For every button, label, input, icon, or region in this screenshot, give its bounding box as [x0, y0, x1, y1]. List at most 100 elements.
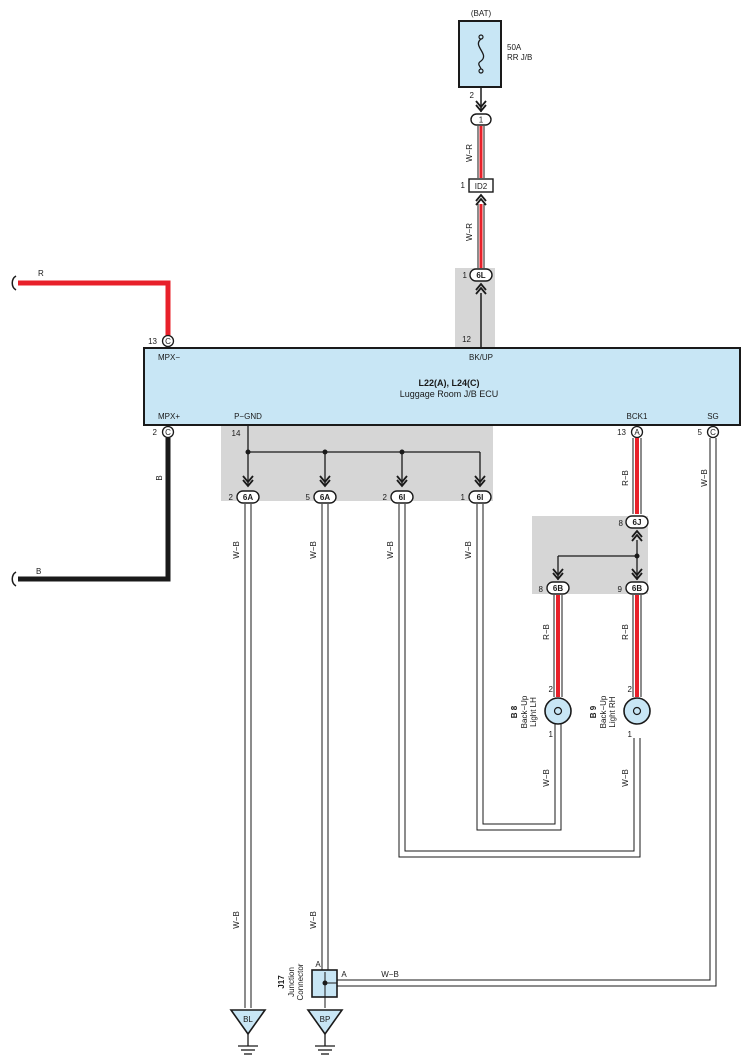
wire-label-r-b: R−B	[621, 624, 630, 640]
mpx-plus-pin: 2	[153, 428, 158, 437]
fuse-pin: 2	[470, 91, 475, 100]
connector-6j	[625, 515, 649, 529]
connector-6a-5	[313, 490, 337, 504]
connector-6i-1-id: 6I	[477, 493, 484, 502]
sg-pin: 5	[698, 428, 703, 437]
j17-pin-right: A	[341, 970, 347, 979]
connector-6b-8	[546, 581, 570, 595]
bk-up-pin: 12	[462, 335, 471, 344]
wire-r-b-bck1	[632, 438, 642, 514]
terminal-a-label: A	[634, 428, 640, 437]
lh-pin-bottom: 1	[549, 730, 554, 739]
wire-label-w-b: W−B	[464, 541, 473, 559]
wire-break-r-icon	[11, 275, 17, 291]
connector-6a-5-id: 6A	[320, 493, 330, 502]
bk-up-label: BK/UP	[469, 353, 493, 362]
wire-r-b-rh	[632, 595, 642, 697]
wire-w-r-upper	[477, 126, 485, 178]
wire-b	[18, 438, 171, 582]
mpx-plus-label: MPX+	[158, 412, 180, 421]
backup-splice-shade	[532, 516, 648, 594]
6i-2-pin: 2	[383, 493, 388, 502]
wire-label-w-b: W−B	[381, 970, 399, 979]
ground-bp-icon	[306, 1009, 344, 1055]
terminal-c-label: C	[165, 337, 171, 346]
connector-id2-id: ID2	[475, 182, 488, 191]
rh-name-1: Back−Up	[599, 695, 608, 728]
wire-w-b-lh-return	[476, 504, 562, 831]
connector-1-id: 1	[479, 116, 484, 125]
connector-6a-2	[236, 490, 260, 504]
connector-6b-8-id: 6B	[553, 584, 563, 593]
wire-w-r-lower	[477, 204, 485, 268]
terminal-c-label: C	[710, 428, 716, 437]
connector-6l	[469, 268, 493, 282]
terminal-a-bck1	[630, 425, 644, 439]
p-gnd-pin: 14	[232, 429, 241, 438]
fuse-box	[458, 20, 502, 88]
lh-pin-top: 2	[549, 685, 554, 694]
wire-label-w-b: W−B	[232, 541, 241, 559]
j17-name-2: Connector	[296, 963, 305, 1000]
wire-break-b-icon	[11, 571, 17, 587]
wire-label-r-b: R−B	[621, 470, 630, 486]
wire-label-r-b: R−B	[542, 624, 551, 640]
6a-5-pin: 5	[306, 493, 311, 502]
bck1-pin: 13	[617, 428, 626, 437]
wire-label-w-b: W−B	[386, 541, 395, 559]
mpx-minus-label: MPX−	[158, 353, 180, 362]
bulb-icon	[553, 706, 563, 716]
mpx-minus-pin: 13	[148, 337, 157, 346]
rh-name-2: Light RH	[608, 696, 617, 727]
id2-pin: 1	[461, 181, 466, 190]
wire-r-b-lh	[553, 595, 563, 697]
6b-8-pin: 8	[539, 585, 544, 594]
wire-w-b-to-j17	[321, 504, 329, 972]
ground-bp-label: BP	[320, 1015, 331, 1024]
wire-label-r: R	[38, 269, 44, 278]
connector-6i-2	[390, 490, 414, 504]
6j-pin: 8	[619, 519, 624, 528]
j17-name-1: Junction	[287, 967, 296, 997]
connector-id2	[468, 178, 494, 193]
terminal-c-mpx-minus	[161, 334, 175, 348]
ecu-description: Luggage Room J/B ECU	[400, 389, 499, 399]
connector-6b-9-id: 6B	[632, 584, 642, 593]
wire-label-w-b: W−B	[232, 911, 241, 929]
backup-light-rh	[623, 697, 651, 725]
bck1-label: BCK1	[627, 412, 648, 421]
splice-dot	[634, 553, 640, 559]
wire-label-w-b: W−B	[621, 769, 630, 787]
connector-arrow-icon	[475, 194, 487, 206]
terminal-c-mpx-plus	[161, 425, 175, 439]
wire-label-w-b: W−B	[309, 911, 318, 929]
ecu-name: L22(A), L24(C)	[418, 378, 479, 388]
connector-6b-9	[625, 581, 649, 595]
connector-6a-2-id: 6A	[243, 493, 253, 502]
wire-label-w-r-2: W−R	[465, 223, 474, 241]
p-gnd-label: P−GND	[234, 412, 262, 421]
bulb-icon	[632, 706, 642, 716]
6a-2-pin: 2	[229, 493, 234, 502]
wire-label-b-2: B	[36, 567, 41, 576]
fuse-icon	[477, 34, 485, 74]
connector-6j-id: 6J	[633, 518, 642, 527]
j17-pin-top: A	[315, 960, 321, 969]
6b-9-pin: 9	[618, 585, 623, 594]
6i-1-pin: 1	[461, 493, 466, 502]
connector-6l-id: 6L	[476, 271, 485, 280]
fuse-location: RR J/B	[507, 53, 532, 62]
wire-label-b-1: B	[155, 475, 164, 480]
terminal-c-sg	[706, 425, 720, 439]
rh-pin-bottom: 1	[628, 730, 633, 739]
j17-code: J17	[277, 975, 286, 989]
sg-label: SG	[707, 412, 719, 421]
lh-name-1: Back−Up	[520, 695, 529, 728]
ground-splice-shade	[221, 426, 493, 501]
lh-code: B 8	[510, 705, 519, 718]
ecu-box	[143, 347, 741, 426]
connector-1	[470, 113, 492, 126]
wire-w-b-rh-return	[398, 504, 641, 858]
wire-label-w-b: W−B	[309, 541, 318, 559]
